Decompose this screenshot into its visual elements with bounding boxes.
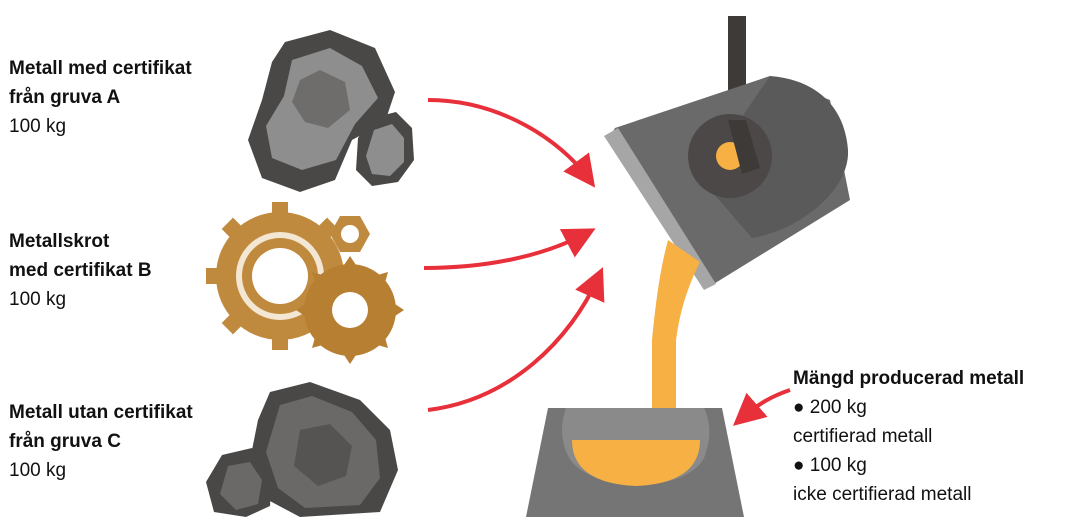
input-title: med certifikat B <box>9 256 152 285</box>
ore-rock-icon <box>206 382 398 517</box>
input-title: från gruva A <box>9 83 192 112</box>
output-line: ● 200 kg <box>793 393 1024 422</box>
input-label-a: Metall med certifikat från gruva A 100 k… <box>9 54 192 141</box>
input-amount: 100 kg <box>9 285 152 314</box>
gears-icon <box>206 202 404 364</box>
input-amount: 100 kg <box>9 456 193 485</box>
output-label: Mängd producerad metall ● 200 kg certifi… <box>793 364 1024 509</box>
flow-arrow-output <box>742 390 790 418</box>
input-amount: 100 kg <box>9 112 192 141</box>
input-title: från gruva C <box>9 427 193 456</box>
ore-rock-icon <box>248 30 414 192</box>
ladle-icon <box>604 16 850 290</box>
output-line: icke certifierad metall <box>793 480 1024 509</box>
output-line: certifierad metall <box>793 422 1024 451</box>
flow-arrow-c <box>428 278 598 410</box>
input-label-c: Metall utan certifikat från gruva C 100 … <box>9 398 193 485</box>
output-line: ● 100 kg <box>793 451 1024 480</box>
output-title: Mängd producerad metall <box>793 364 1024 393</box>
input-title: Metall utan certifikat <box>9 398 193 427</box>
input-title: Metallskrot <box>9 227 152 256</box>
input-title: Metall med certifikat <box>9 54 192 83</box>
flow-arrow-b <box>424 234 585 268</box>
flow-arrow-a <box>428 100 588 178</box>
crucible-icon <box>526 408 744 517</box>
input-label-b: Metallskrot med certifikat B 100 kg <box>9 227 152 314</box>
